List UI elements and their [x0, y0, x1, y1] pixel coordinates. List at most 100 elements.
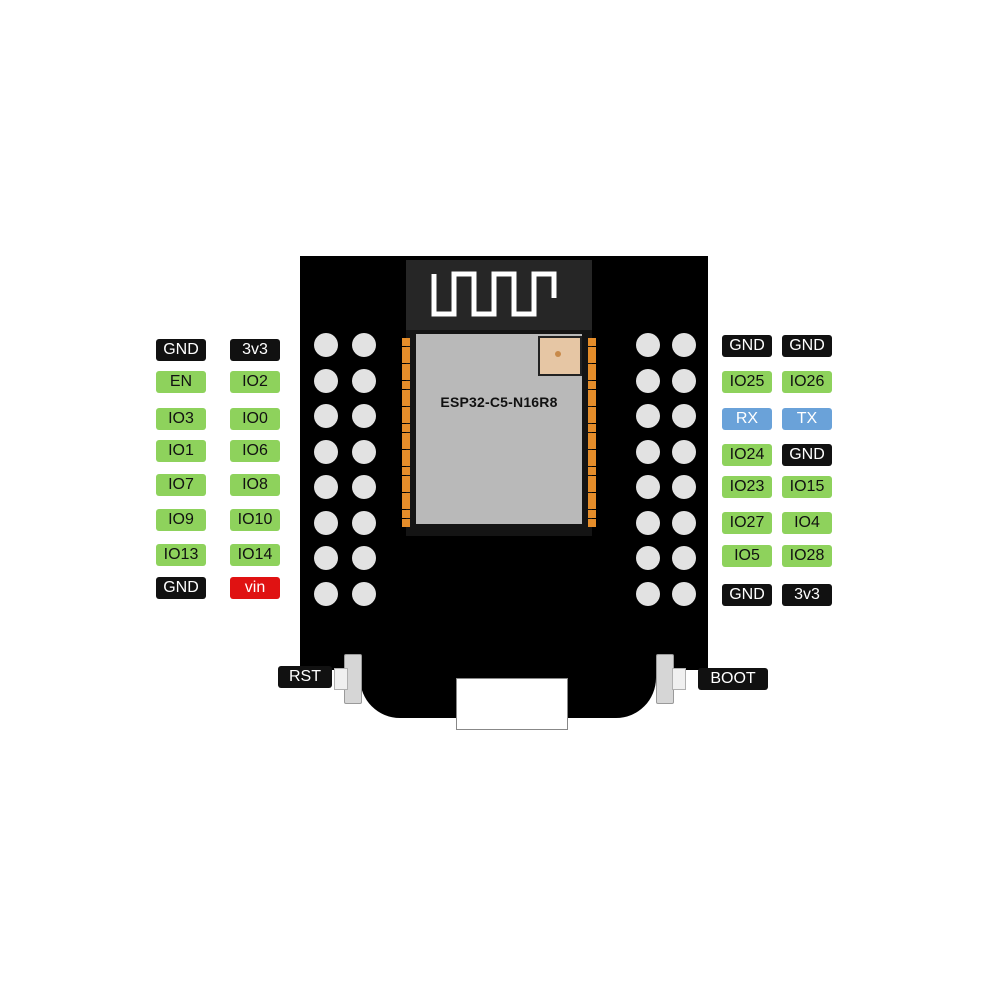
- pin-label-left-io6: IO6: [230, 440, 280, 462]
- pin-label-right-gnd: GND: [782, 335, 832, 357]
- boot-button-cap[interactable]: [672, 668, 686, 690]
- header-hole-left: [352, 333, 376, 357]
- pin-label-right-io24: IO24: [722, 444, 772, 466]
- pin-label-right-io25: IO25: [722, 371, 772, 393]
- header-hole-right: [672, 546, 696, 570]
- pin-label-left-io7: IO7: [156, 474, 206, 496]
- castel-pad-right: [588, 346, 596, 355]
- header-hole-right: [636, 333, 660, 357]
- header-hole-right: [636, 439, 660, 464]
- header-hole-right: [636, 368, 660, 393]
- boot-label: BOOT: [698, 668, 768, 690]
- castel-pad-left: [402, 458, 410, 467]
- pin-label-left-io2: IO2: [230, 371, 280, 393]
- castel-pad-right: [588, 424, 596, 432]
- pin-label-left-io10: IO10: [230, 509, 280, 531]
- pin-label-right-io5: IO5: [722, 545, 772, 567]
- castel-pad-left: [402, 510, 410, 518]
- pin-label-left-3v3: 3v3: [230, 339, 280, 361]
- castel-pad-right: [588, 338, 596, 346]
- pin-label-left-io14: IO14: [230, 544, 280, 566]
- pin-label-left-en: EN: [156, 371, 206, 393]
- castel-pad-right: [588, 484, 596, 493]
- castel-pad-right: [588, 458, 596, 467]
- header-hole-right: [636, 546, 660, 570]
- pin-label-right-3v3: 3v3: [782, 584, 832, 606]
- header-hole-right: [672, 475, 696, 499]
- antenna-trace-icon: [431, 271, 557, 317]
- castel-pad-right: [588, 467, 596, 475]
- castel-pad-right: [588, 363, 596, 372]
- castel-pad-left: [402, 355, 410, 364]
- header-hole-left: [314, 368, 338, 393]
- header-hole-left: [352, 475, 376, 499]
- castel-pad-left: [402, 484, 410, 493]
- header-hole-right: [672, 333, 696, 357]
- pin-label-right-io26: IO26: [782, 371, 832, 393]
- header-hole-right: [672, 581, 696, 606]
- pin-label-left-io9: IO9: [156, 509, 206, 531]
- castel-pad-right: [588, 510, 596, 518]
- pin-label-right-io4: IO4: [782, 512, 832, 534]
- header-hole-left: [314, 581, 338, 606]
- header-hole-right: [672, 404, 696, 428]
- pin-label-right-gnd: GND: [782, 444, 832, 466]
- pcb-antenna: [406, 260, 592, 330]
- castel-pad-left: [402, 449, 410, 458]
- rst-button-cap[interactable]: [334, 668, 348, 690]
- pin-label-right-gnd: GND: [722, 584, 772, 606]
- castel-pad-left: [402, 518, 410, 527]
- header-hole-left: [314, 546, 338, 570]
- pin-label-right-io27: IO27: [722, 512, 772, 534]
- header-hole-left: [352, 546, 376, 570]
- header-hole-left: [314, 333, 338, 357]
- header-hole-right: [672, 368, 696, 393]
- castel-pad-right: [588, 372, 596, 381]
- rst-label: RST: [278, 666, 332, 688]
- pin-label-left-io8: IO8: [230, 474, 280, 496]
- castel-pad-left: [402, 346, 410, 355]
- castel-pad-right: [588, 518, 596, 527]
- castel-pad-left: [402, 475, 410, 484]
- castel-pad-right: [588, 449, 596, 458]
- castel-pad-left: [402, 415, 410, 424]
- pin-label-left-vin: vin: [230, 577, 280, 599]
- castel-pad-right: [588, 475, 596, 484]
- castel-pad-right: [588, 441, 596, 450]
- header-hole-left: [314, 510, 338, 535]
- header-hole-left: [314, 475, 338, 499]
- header-hole-right: [636, 475, 660, 499]
- pin-label-left-gnd: GND: [156, 339, 206, 361]
- pin-label-left-io0: IO0: [230, 408, 280, 430]
- castel-pad-left: [402, 381, 410, 389]
- castel-pad-right: [588, 492, 596, 501]
- castel-pad-left: [402, 424, 410, 432]
- pin-label-left-gnd: GND: [156, 577, 206, 599]
- usb-connector: [456, 678, 568, 730]
- castel-pad-left: [402, 389, 410, 398]
- header-hole-right: [672, 439, 696, 464]
- castel-pad-left: [402, 432, 410, 441]
- header-hole-left: [352, 581, 376, 606]
- castel-pad-right: [588, 501, 596, 510]
- castel-pad-left: [402, 467, 410, 475]
- castel-pad-left: [402, 406, 410, 415]
- header-hole-right: [636, 510, 660, 535]
- castel-pad-right: [588, 432, 596, 441]
- castel-pad-left: [402, 492, 410, 501]
- castel-pad-left: [402, 501, 410, 510]
- pin-label-right-rx: RX: [722, 408, 772, 430]
- castel-pad-left: [402, 372, 410, 381]
- castel-pad-right: [588, 415, 596, 424]
- castel-pad-right: [588, 406, 596, 415]
- castel-pad-left: [402, 338, 410, 346]
- pin-label-right-tx: TX: [782, 408, 832, 430]
- header-hole-right: [636, 404, 660, 428]
- header-hole-left: [314, 439, 338, 464]
- pin-label-left-io1: IO1: [156, 440, 206, 462]
- pin-label-right-gnd: GND: [722, 335, 772, 357]
- castel-pad-left: [402, 441, 410, 450]
- castel-pad-right: [588, 398, 596, 407]
- pin-label-right-io28: IO28: [782, 545, 832, 567]
- castel-pad-right: [588, 381, 596, 389]
